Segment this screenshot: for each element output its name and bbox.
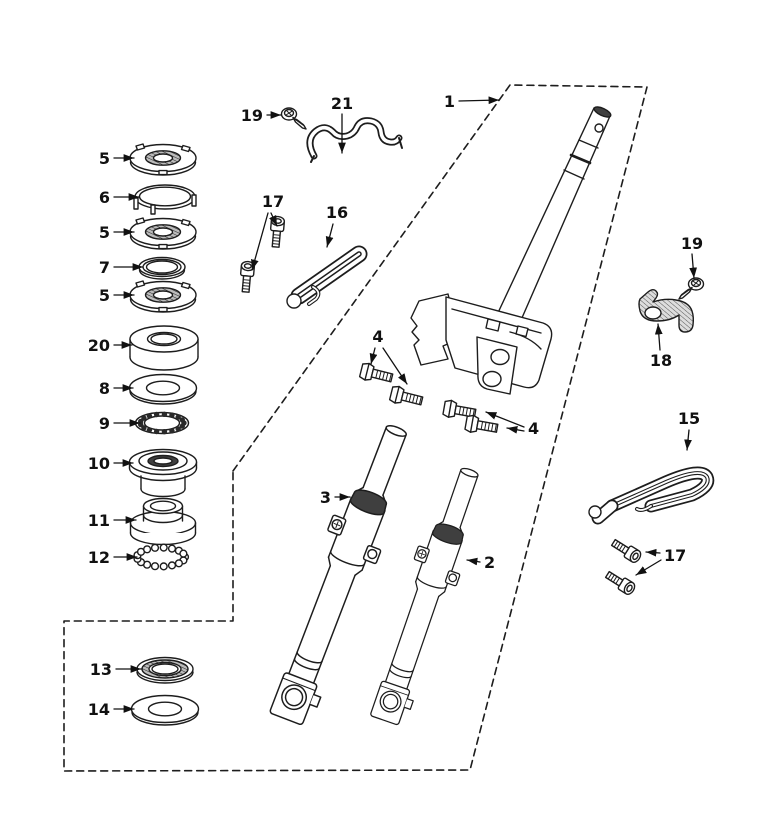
- part-19-screw-right: [678, 277, 705, 300]
- part-16-wire-guide: [286, 245, 368, 309]
- part-12-ball-retainer: [133, 543, 190, 571]
- svg-text:5: 5: [99, 223, 110, 242]
- part-1-bottom-bracket: [410, 293, 553, 395]
- part-4-bolt-4: [463, 413, 500, 438]
- part-21-wire-clamp: [306, 117, 403, 163]
- callout-13: 13: [90, 660, 142, 679]
- svg-text:6: 6: [99, 188, 110, 207]
- svg-text:1: 1: [444, 92, 455, 111]
- svg-text:12: 12: [88, 548, 110, 567]
- callout-12: 12: [88, 548, 138, 567]
- callout-11: 11: [88, 511, 137, 530]
- part-8-washer: [128, 373, 198, 405]
- svg-text:8: 8: [99, 379, 110, 398]
- callout-7: 7: [99, 258, 144, 277]
- part-14-washer: [130, 694, 200, 726]
- svg-text:14: 14: [88, 700, 110, 719]
- callouts: 5 6 5 7 5 20 8 9 10 11 12 13 14 19 21 17…: [88, 92, 703, 719]
- callout-21: 21: [331, 94, 353, 154]
- svg-text:4: 4: [372, 327, 383, 346]
- svg-text:21: 21: [331, 94, 353, 113]
- part-19-screw-left: [280, 107, 307, 130]
- part-4-bolt-2: [388, 384, 425, 410]
- part-7-washer-ring: [138, 256, 186, 280]
- svg-text:17: 17: [262, 192, 284, 211]
- part-18-clamp-bracket: [638, 289, 695, 333]
- svg-text:9: 9: [99, 414, 110, 433]
- part-9-bearing-retainer: [134, 411, 190, 435]
- callout-19-right: 19: [681, 234, 703, 279]
- svg-text:2: 2: [484, 553, 495, 572]
- part-5-ring-nut-1: [129, 143, 197, 176]
- callout-9: 9: [99, 414, 141, 433]
- callout-2: 2: [466, 553, 495, 572]
- part-5-ring-nut-3: [129, 280, 197, 313]
- callout-18: 18: [650, 323, 672, 370]
- svg-text:15: 15: [678, 409, 700, 428]
- callout-5a: 5: [99, 149, 135, 168]
- part-17-bolt-lower-2: [603, 568, 638, 597]
- callout-14: 14: [88, 700, 135, 719]
- svg-text:20: 20: [88, 336, 110, 355]
- part-10-bearing-cone: [128, 448, 198, 498]
- callout-10: 10: [88, 454, 134, 473]
- callout-15: 15: [678, 409, 700, 451]
- part-15-wire-stay: [588, 466, 715, 525]
- part-11-bearing-cup: [129, 497, 197, 546]
- callout-1: 1: [444, 92, 500, 111]
- svg-text:17: 17: [664, 546, 686, 565]
- svg-text:19: 19: [241, 106, 263, 125]
- part-20-bearing-ring: [129, 325, 199, 371]
- svg-text:3: 3: [320, 488, 331, 507]
- part-17-bolt-lower-1: [609, 536, 644, 565]
- callout-17-lower: 17: [635, 546, 686, 576]
- svg-text:18: 18: [650, 351, 672, 370]
- callout-5c: 5: [99, 286, 135, 305]
- svg-text:10: 10: [88, 454, 110, 473]
- callout-8: 8: [99, 379, 134, 398]
- svg-text:16: 16: [326, 203, 348, 222]
- callout-6: 6: [99, 188, 140, 207]
- callout-20: 20: [88, 336, 133, 355]
- dashed-boundary: [63, 84, 648, 772]
- callout-4-left: 4: [369, 327, 408, 385]
- callout-16: 16: [325, 203, 348, 248]
- svg-text:11: 11: [88, 511, 110, 530]
- svg-text:5: 5: [99, 149, 110, 168]
- svg-text:19: 19: [681, 234, 703, 253]
- part-4-bolt-1: [358, 361, 395, 387]
- callout-19-left: 19: [241, 106, 282, 125]
- part-17-bolt-upper-1: [268, 215, 286, 249]
- callout-4-right: 4: [485, 411, 539, 438]
- part-17-bolt-upper-2: [238, 260, 256, 294]
- svg-text:5: 5: [99, 286, 110, 305]
- callout-3: 3: [320, 488, 351, 507]
- part-13-bearing-race: [136, 656, 194, 684]
- svg-text:4: 4: [528, 419, 539, 438]
- svg-text:13: 13: [90, 660, 112, 679]
- callout-17-upper: 17: [251, 192, 284, 271]
- part-6-seal-cover: [133, 184, 197, 215]
- callout-5b: 5: [99, 223, 135, 242]
- part-5-ring-nut-2: [129, 217, 197, 250]
- part-1-steering-stem: [495, 106, 612, 328]
- part-3-fork-leg-left: [258, 416, 426, 730]
- svg-text:7: 7: [99, 258, 110, 277]
